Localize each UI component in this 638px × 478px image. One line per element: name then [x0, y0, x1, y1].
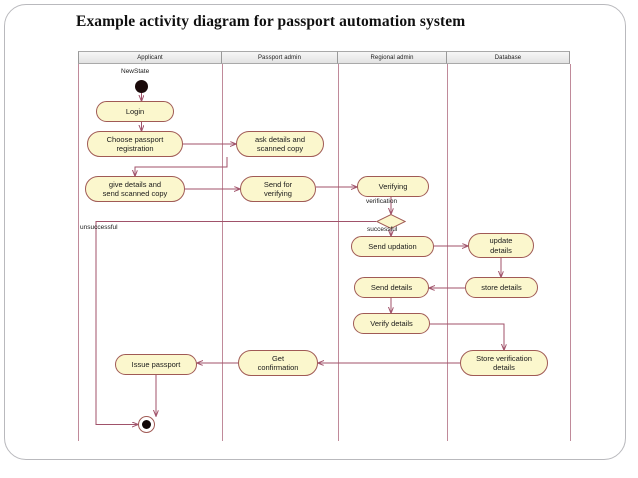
- page-title: Example activity diagram for passport au…: [76, 13, 466, 30]
- slide-frame: [4, 4, 626, 460]
- lane-divider-left: [78, 64, 79, 441]
- lane-header-applicant: Applicant: [78, 51, 222, 64]
- initial-node: [135, 80, 148, 93]
- node-verify-details-label: Verify details: [370, 318, 413, 328]
- edge-label-verification: verification: [366, 198, 398, 205]
- edge-label-successful: successful: [367, 226, 398, 233]
- node-send-updation-label: Send updation: [368, 241, 417, 251]
- node-login[interactable]: Login: [96, 101, 174, 122]
- edge-label-unsuccessful: unsuccessful: [80, 224, 118, 231]
- decision-verification[interactable]: [376, 214, 406, 229]
- lane-divider-3: [447, 64, 448, 441]
- node-issue-passport[interactable]: Issue passport: [115, 354, 197, 375]
- lane-header-regional-admin: Regional admin: [338, 51, 447, 64]
- lane-divider-2: [338, 64, 339, 441]
- lane-header-database: Database: [447, 51, 570, 64]
- node-send-details[interactable]: Send details: [354, 277, 429, 298]
- lane-divider-right: [570, 64, 571, 441]
- node-store-details-label: store details: [481, 282, 522, 292]
- node-issue-passport-label: Issue passport: [131, 359, 181, 369]
- node-verifying-label: Verifying: [378, 181, 408, 191]
- node-login-label: Login: [125, 106, 145, 116]
- lane-header-passport-admin: Passport admin: [222, 51, 338, 64]
- final-node: [138, 416, 155, 433]
- node-verify-details[interactable]: Verify details: [353, 313, 430, 334]
- node-send-details-label: Send details: [370, 282, 413, 292]
- initial-node-label: NewState: [121, 68, 150, 75]
- node-send-updation[interactable]: Send updation: [351, 236, 434, 257]
- node-verifying[interactable]: Verifying: [357, 176, 429, 197]
- lane-divider-1: [222, 64, 223, 441]
- node-store-details[interactable]: store details: [465, 277, 538, 298]
